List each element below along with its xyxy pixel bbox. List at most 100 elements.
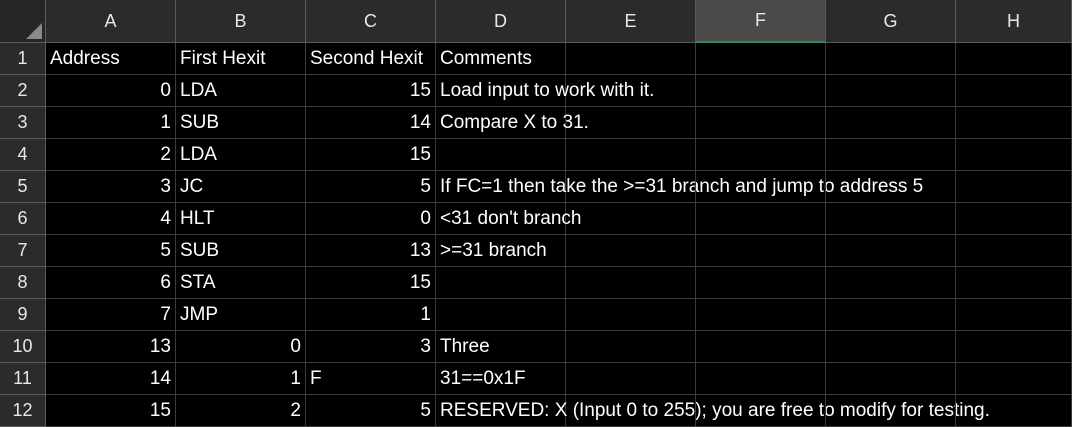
cell-h1[interactable] (956, 43, 1072, 75)
cell-h12[interactable] (956, 395, 1072, 427)
cell-h9[interactable] (956, 299, 1072, 331)
cell-h11[interactable] (956, 363, 1072, 395)
cell-d12[interactable]: RESERVED: X (Input 0 to 255); you are fr… (436, 395, 990, 427)
cell-g11[interactable] (826, 363, 956, 395)
cell-g9[interactable] (826, 299, 956, 331)
cell-f7[interactable] (696, 235, 826, 267)
cell-b6[interactable]: HLT (176, 203, 306, 235)
cell-c10[interactable]: 3 (306, 331, 436, 363)
cell-e6[interactable] (566, 203, 696, 235)
cell-d8[interactable] (436, 267, 566, 299)
cell-f5[interactable] (696, 171, 826, 203)
cell-f10[interactable] (696, 331, 826, 363)
cell-a9[interactable]: 7 (46, 299, 176, 331)
cell-f2[interactable] (696, 75, 826, 107)
cell-a4[interactable]: 2 (46, 139, 176, 171)
cell-c9[interactable]: 1 (306, 299, 436, 331)
cell-h4[interactable] (956, 139, 1072, 171)
cell-f1[interactable] (696, 43, 826, 75)
cell-c6[interactable]: 0 (306, 203, 436, 235)
column-header-e[interactable]: E (566, 0, 696, 43)
column-header-d[interactable]: D (436, 0, 566, 43)
cell-c5[interactable]: 5 (306, 171, 436, 203)
cell-a5[interactable]: 3 (46, 171, 176, 203)
column-header-g[interactable]: G (826, 0, 956, 43)
cell-d1[interactable]: Comments (436, 43, 566, 75)
cell-g5[interactable] (826, 171, 956, 203)
row-header-2[interactable]: 2 (0, 75, 46, 107)
cell-g4[interactable] (826, 139, 956, 171)
cell-h10[interactable] (956, 331, 1072, 363)
cell-e8[interactable] (566, 267, 696, 299)
cell-b5[interactable]: JC (176, 171, 306, 203)
cell-d4[interactable] (436, 139, 566, 171)
cell-b8[interactable]: STA (176, 267, 306, 299)
column-header-h[interactable]: H (956, 0, 1072, 43)
cell-g12[interactable] (826, 395, 956, 427)
cell-d11[interactable]: 31==0x1F (436, 363, 566, 395)
column-header-f[interactable]: F (696, 0, 826, 43)
cell-g8[interactable] (826, 267, 956, 299)
cell-b12[interactable]: 2 (176, 395, 306, 427)
cell-f6[interactable] (696, 203, 826, 235)
row-header-8[interactable]: 8 (0, 267, 46, 299)
row-header-9[interactable]: 9 (0, 299, 46, 331)
cell-e5[interactable] (566, 171, 696, 203)
cell-g7[interactable] (826, 235, 956, 267)
cell-c4[interactable]: 15 (306, 139, 436, 171)
cell-b10[interactable]: 0 (176, 331, 306, 363)
cell-a6[interactable]: 4 (46, 203, 176, 235)
row-header-10[interactable]: 10 (0, 331, 46, 363)
cell-a1[interactable]: Address (46, 43, 176, 75)
cell-f12[interactable] (696, 395, 826, 427)
cell-a11[interactable]: 14 (46, 363, 176, 395)
cell-b2[interactable]: LDA (176, 75, 306, 107)
cell-d2[interactable]: Load input to work with it. (436, 75, 654, 107)
row-header-3[interactable]: 3 (0, 107, 46, 139)
cell-c3[interactable]: 14 (306, 107, 436, 139)
cell-g10[interactable] (826, 331, 956, 363)
cell-b1[interactable]: First Hexit (176, 43, 306, 75)
cell-d6[interactable]: <31 don't branch (436, 203, 582, 235)
cell-f4[interactable] (696, 139, 826, 171)
cell-h6[interactable] (956, 203, 1072, 235)
cell-d5[interactable]: If FC=1 then take the >=31 branch and ju… (436, 171, 923, 203)
cell-f3[interactable] (696, 107, 826, 139)
cell-a7[interactable]: 5 (46, 235, 176, 267)
cell-c1[interactable]: Second Hexit (306, 43, 436, 75)
cell-e3[interactable] (566, 107, 696, 139)
cell-h5[interactable] (956, 171, 1072, 203)
cell-h7[interactable] (956, 235, 1072, 267)
cell-c7[interactable]: 13 (306, 235, 436, 267)
cell-e9[interactable] (566, 299, 696, 331)
cell-a10[interactable]: 13 (46, 331, 176, 363)
cell-e7[interactable] (566, 235, 696, 267)
cell-h2[interactable] (956, 75, 1072, 107)
cell-g1[interactable] (826, 43, 956, 75)
cell-e2[interactable] (566, 75, 696, 107)
cell-e11[interactable] (566, 363, 696, 395)
cell-b11[interactable]: 1 (176, 363, 306, 395)
cell-g3[interactable] (826, 107, 956, 139)
cell-b9[interactable]: JMP (176, 299, 306, 331)
row-header-11[interactable]: 11 (0, 363, 46, 395)
cell-d3[interactable]: Compare X to 31. (436, 107, 589, 139)
column-header-c[interactable]: C (306, 0, 436, 43)
row-header-5[interactable]: 5 (0, 171, 46, 203)
cell-c2[interactable]: 15 (306, 75, 436, 107)
cell-e10[interactable] (566, 331, 696, 363)
row-header-4[interactable]: 4 (0, 139, 46, 171)
cell-a2[interactable]: 0 (46, 75, 176, 107)
cell-e12[interactable] (566, 395, 696, 427)
select-all-corner[interactable] (0, 0, 46, 43)
cell-c12[interactable]: 5 (306, 395, 436, 427)
cell-a8[interactable]: 6 (46, 267, 176, 299)
cell-c11[interactable]: F (306, 363, 436, 395)
cell-h3[interactable] (956, 107, 1072, 139)
cell-h8[interactable] (956, 267, 1072, 299)
row-header-6[interactable]: 6 (0, 203, 46, 235)
cell-a12[interactable]: 15 (46, 395, 176, 427)
column-header-a[interactable]: A (46, 0, 176, 43)
cell-c8[interactable]: 15 (306, 267, 436, 299)
cell-f11[interactable] (696, 363, 826, 395)
